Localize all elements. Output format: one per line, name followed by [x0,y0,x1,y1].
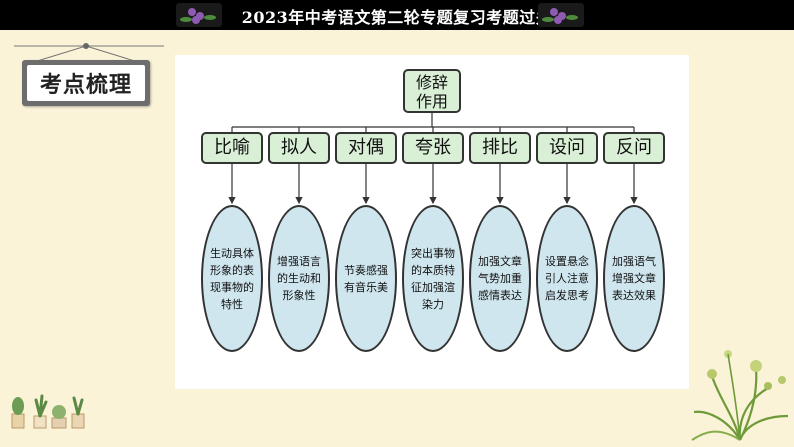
description-text: 生动具体 形象的表 现事物的 特性 [210,246,254,311]
category-box: 排比 [469,132,531,164]
category-box: 夸张 [402,132,464,164]
category-label: 设问 [549,137,585,158]
header-title: 2023年中考语文第二轮专题复习考题过关 [241,8,553,27]
category-label: 夸张 [415,137,451,158]
section-title: 考点梳理 [27,65,145,101]
description-ellipse: 加强文章 气势加重 感情表达 [469,205,531,352]
category-box: 设问 [536,132,598,164]
category-label: 对偶 [348,137,384,158]
description-text: 加强文章 气势加重 感情表达 [478,255,522,302]
section-badge: 考点梳理 [14,40,164,110]
header-bar: 2023年中考语文第二轮专题复习考题过关 [0,0,794,30]
description-ellipse: 节奏感强 有音乐美 [335,205,397,352]
description-ellipse: 生动具体 形象的表 现事物的 特性 [201,205,263,352]
category-box: 拟人 [268,132,330,164]
hanging-string-icon [14,43,164,63]
category-box: 比喻 [201,132,263,164]
category-label: 反问 [616,137,652,158]
flower-bouquet-icon [691,350,789,441]
description-ellipse: 突出事物 的本质特 征加强渲 染力 [402,205,464,352]
description-text: 突出事物 的本质特 征加强渲 染力 [411,246,455,311]
description-text: 节奏感强 有音乐美 [344,263,388,294]
category-label: 排比 [482,137,518,158]
category-label: 比喻 [214,137,250,158]
description-ellipse: 增强语言 的生动和 形象性 [268,205,330,352]
description-ellipse: 加强语气 增强文章 表达效果 [603,205,665,352]
description-text: 加强语气 增强文章 表达效果 [612,255,656,302]
category-box: 反问 [603,132,665,164]
description-text: 增强语言 的生动和 形象性 [277,255,321,302]
description-text: 设置悬念 引人注意 启发思考 [545,255,589,302]
root-node: 修辞 作用 [403,69,461,113]
potted-plants-icon [11,394,85,429]
category-box: 对偶 [335,132,397,164]
flower-icon [538,3,584,27]
root-label: 修辞 作用 [415,73,448,111]
category-label: 拟人 [281,137,317,158]
diagram-panel: 修辞 作用 比喻 拟人 对偶 夸张 排比 设问 反问 生动具体 形象的表 现事物… [175,55,689,389]
flower-icon [176,3,222,27]
description-ellipse: 设置悬念 引人注意 启发思考 [536,205,598,352]
connector-lines [228,113,638,205]
